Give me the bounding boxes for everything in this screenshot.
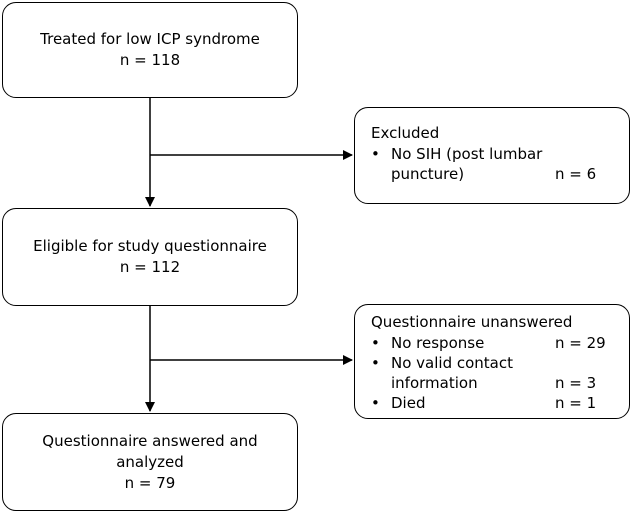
unanswered-box: Questionnaire unanswered • No response n… [354,304,630,419]
answered-title-line1: Questionnaire answered and [42,431,258,450]
list-item: • No SIH (post lumbar puncture) n = 6 [371,144,613,184]
unanswered-item-count: n = 29 [555,334,606,352]
unanswered-item-label-line2: information [391,374,478,392]
eligible-title: Eligible for study questionnaire [33,237,267,255]
excluded-item-line2: puncture) [391,165,465,183]
excluded-title: Excluded [371,124,440,142]
unanswered-item-label: No response [391,334,485,352]
unanswered-item-label: Died [391,394,426,412]
excluded-item-line1: No SIH (post lumbar [391,145,543,163]
bullet-icon: • [371,394,380,412]
bullet-icon: • [371,145,380,163]
answered-title-line2: analyzed [116,452,184,471]
unanswered-title: Questionnaire unanswered [371,313,573,331]
treated-count: n = 118 [119,51,181,69]
treated-box: Treated for low ICP syndrome n = 118 [2,2,298,98]
list-item: • Died n = 1 [371,393,613,413]
bullet-icon: • [371,354,380,372]
eligible-box: Eligible for study questionnaire n = 112 [2,208,298,306]
bullet-icon: • [371,334,380,352]
list-item: • No response n = 29 [371,333,613,353]
treated-title: Treated for low ICP syndrome [40,30,260,48]
excluded-box: Excluded • No SIH (post lumbar puncture)… [354,107,630,204]
unanswered-item-count: n = 1 [555,394,597,412]
answered-count: n = 79 [124,473,176,492]
answered-box: Questionnaire answered and analyzed n = … [2,413,298,511]
unanswered-item-count: n = 3 [555,374,597,392]
eligible-count: n = 112 [119,258,181,276]
unanswered-item-label-line1: No valid contact [391,354,513,372]
list-item: • No valid contact information n = 3 [371,353,613,393]
excluded-item-count: n = 6 [555,165,597,183]
